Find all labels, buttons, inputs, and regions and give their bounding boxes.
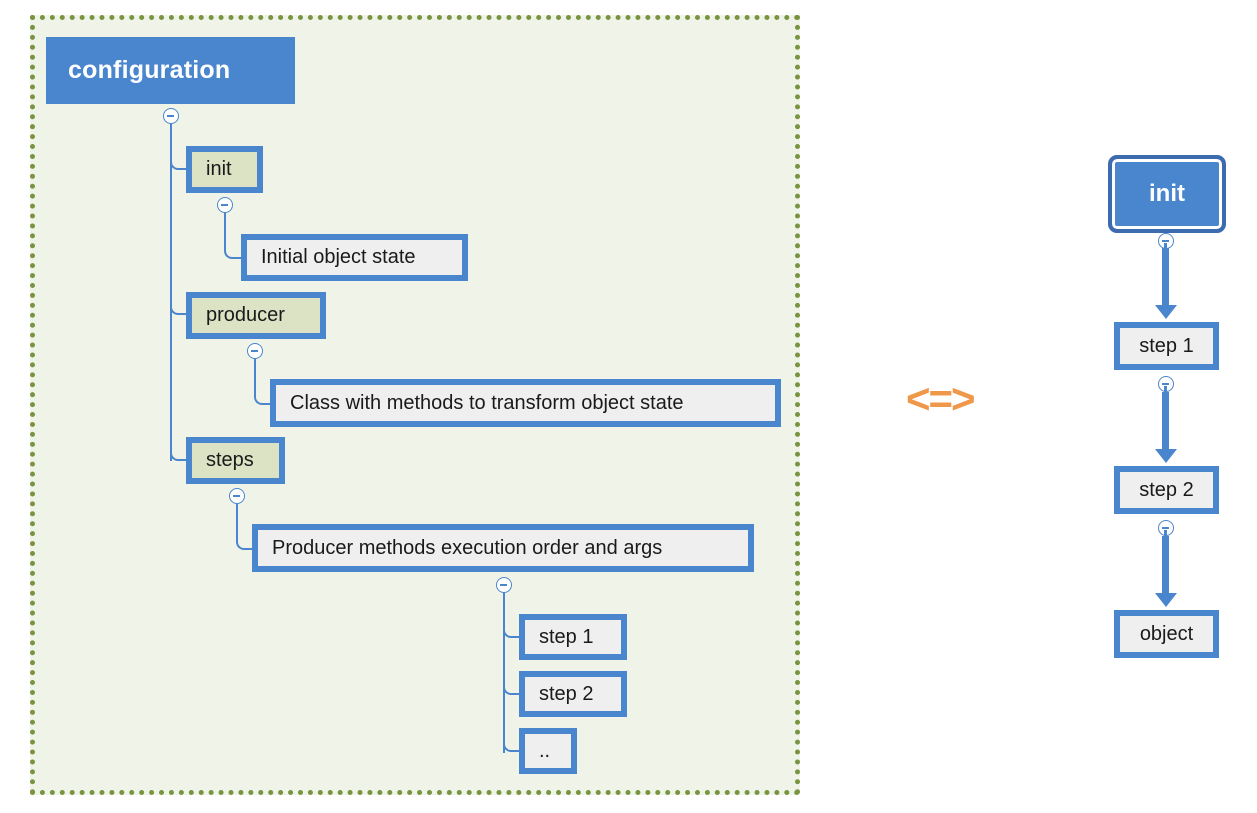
tree-elbow-step-more bbox=[503, 736, 521, 752]
flow-arrow-head-step2-object bbox=[1155, 593, 1177, 607]
tree-trunk-init bbox=[224, 213, 226, 249]
flow-arrow-head-step1-step2 bbox=[1155, 449, 1177, 463]
tree-node-init-description-label: Initial object state bbox=[261, 246, 416, 268]
flow-arrow-shaft-step1-step2 bbox=[1162, 392, 1169, 450]
configuration-root-label: configuration bbox=[68, 56, 231, 84]
tree-node-step-more-label: .. bbox=[539, 739, 551, 762]
toggle-init-icon[interactable] bbox=[217, 197, 233, 213]
toggle-steps-list-icon[interactable] bbox=[496, 577, 512, 593]
flow-node-init-label: init bbox=[1149, 180, 1185, 207]
flow-node-step-1-label: step 1 bbox=[1139, 334, 1194, 357]
tree-node-producer-description[interactable]: Class with methods to transform object s… bbox=[270, 379, 781, 427]
tree-node-init[interactable]: init bbox=[186, 146, 263, 193]
tree-node-steps[interactable]: steps bbox=[186, 437, 285, 484]
tree-trunk-producer bbox=[254, 359, 256, 395]
tree-node-step-1[interactable]: step 1 bbox=[519, 614, 627, 660]
tree-node-steps-description[interactable]: Producer methods execution order and arg… bbox=[252, 524, 754, 572]
tree-elbow-step-1 bbox=[503, 622, 521, 638]
tree-trunk-steps bbox=[236, 504, 238, 540]
flow-node-step-1[interactable]: step 1 bbox=[1114, 322, 1219, 370]
tree-node-init-label: init bbox=[206, 158, 232, 180]
tree-trunk-steps-list bbox=[503, 593, 505, 753]
tree-elbow-steps bbox=[170, 445, 188, 461]
tree-trunk-root bbox=[170, 124, 172, 461]
tree-elbow-steps-desc bbox=[236, 534, 254, 550]
tree-node-steps-description-label: Producer methods execution order and arg… bbox=[272, 536, 663, 559]
toggle-configuration-icon[interactable] bbox=[163, 108, 179, 124]
tree-node-producer[interactable]: producer bbox=[186, 292, 326, 339]
tree-node-steps-label: steps bbox=[206, 449, 254, 471]
tree-node-step-2-label: step 2 bbox=[539, 682, 594, 705]
tree-elbow-init bbox=[170, 154, 188, 170]
flow-arrow-head-init-step1 bbox=[1155, 305, 1177, 319]
flow-node-object[interactable]: object bbox=[1114, 610, 1219, 658]
tree-elbow-init-desc bbox=[224, 243, 243, 259]
toggle-steps-icon[interactable] bbox=[229, 488, 245, 504]
toggle-producer-icon[interactable] bbox=[247, 343, 263, 359]
flow-node-step-2[interactable]: step 2 bbox=[1114, 466, 1219, 514]
flow-node-object-label: object bbox=[1139, 622, 1194, 645]
tree-node-producer-description-label: Class with methods to transform object s… bbox=[290, 391, 684, 414]
tree-elbow-step-2 bbox=[503, 679, 521, 695]
tree-node-producer-label: producer bbox=[206, 304, 285, 326]
tree-node-step-1-label: step 1 bbox=[539, 625, 594, 648]
tree-node-step-more[interactable]: .. bbox=[519, 728, 577, 774]
flow-node-step-2-label: step 2 bbox=[1139, 478, 1194, 501]
equivalence-symbol: <=> bbox=[906, 375, 976, 422]
flow-arrow-shaft-init-step1 bbox=[1162, 248, 1169, 306]
tree-elbow-producer bbox=[170, 299, 188, 315]
tree-node-init-description[interactable]: Initial object state bbox=[241, 234, 468, 281]
tree-elbow-producer-desc bbox=[254, 389, 272, 405]
flow-node-init[interactable]: init bbox=[1108, 155, 1226, 233]
configuration-root-node[interactable]: configuration bbox=[46, 37, 295, 104]
tree-node-step-2[interactable]: step 2 bbox=[519, 671, 627, 717]
flow-arrow-shaft-step2-object bbox=[1162, 536, 1169, 594]
